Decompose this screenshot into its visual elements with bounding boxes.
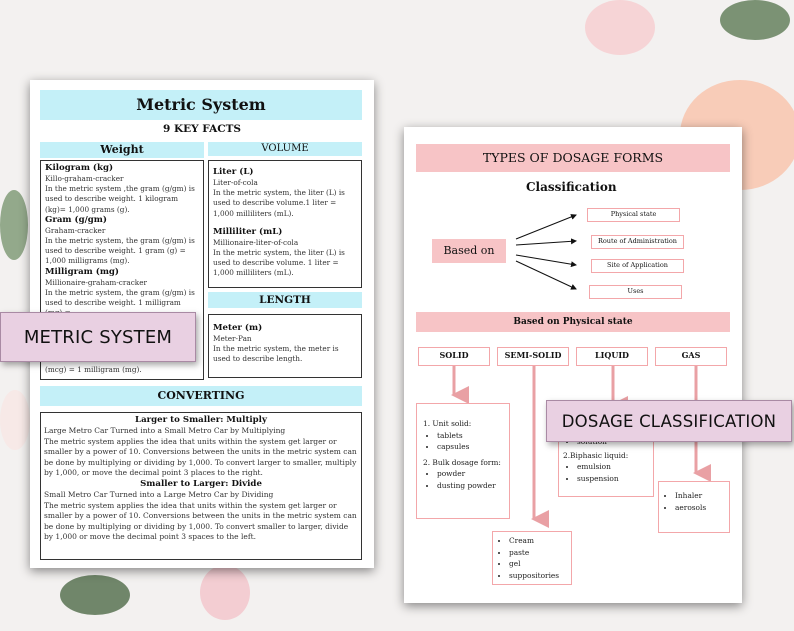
mcg-text: (mcg) = 1 milligram (mg). [45,365,142,374]
weight-box: Kilogram (kg) Killo-graham-cracker In th… [40,160,204,380]
g-text: In the metric system, the gram (g/gm) is… [45,236,195,266]
kg-text: In the metric system ,the gram (g/gm) is… [45,184,195,214]
flower-decoration [585,0,655,55]
mg-mnemonic: Millionaire-graham-cracker [45,277,148,287]
category-semi-solid: SEMI-SOLID [497,347,569,366]
page-subtitle: 9 KEY FACTS [163,123,241,135]
dosage-classification-label: DOSAGE CLASSIFICATION [546,400,792,442]
multiply-line: Large Metro Car Turned into a Small Metr… [44,426,286,435]
weight-header: Weight [40,142,204,158]
list-item: suspension [577,473,649,485]
flower-decoration [200,565,250,620]
list-item: tablets [437,430,505,442]
biphasic-liquid-label: 2.Biphasic liquid: [563,450,629,460]
criteria-uses: Uses [589,285,682,299]
semi-solid-box: Cream paste gel suppositories [492,531,572,585]
dosage-forms-page: TYPES OF DOSAGE FORMS Classification Bas… [404,127,742,603]
metric-system-page: Metric System 9 KEY FACTS Weight Kilogra… [30,80,374,568]
dosage-title: TYPES OF DOSAGE FORMS [416,144,730,172]
leaf-decoration [60,575,130,615]
divide-text: The metric system applies the idea that … [44,500,357,542]
classification-heading: Classification [526,180,617,194]
flower-decoration [0,390,30,450]
criteria-physical-state: Physical state [587,208,680,222]
list-item: gel [509,558,569,570]
liter-mnemonic: Liter-of-cola [213,178,258,187]
meter-mnemonic: Meter-Pan [213,334,252,343]
based-on-box: Based on [432,239,506,263]
list-item: paste [509,547,569,559]
g-title: Gram (g/gm) [45,214,107,225]
g-mnemonic: Graham-cracker [45,225,106,235]
list-item: aerosols [675,502,727,514]
unit-solid-label: 1. Unit solid: [423,419,472,428]
milliliter-title: Milliliter (mL) [213,226,283,237]
length-header: LENGTH [208,292,362,308]
list-item: capsules [437,441,505,453]
divide-line: Small Metro Car Turned into a Large Metr… [44,489,274,499]
kg-mnemonic: Killo-graham-cracker [45,174,124,183]
meter-title: Meter (m) [213,323,263,333]
converting-box: Larger to Smaller: Multiply Large Metro … [40,412,362,560]
list-item: powder [437,468,505,480]
physical-state-header: Based on Physical state [416,312,730,332]
volume-box: Liter (L) Liter-of-cola In the metric sy… [208,160,362,288]
multiply-text: The metric system applies the idea that … [44,436,357,478]
liter-title: Liter (L) [213,167,254,177]
solid-box: 1. Unit solid: tablets capsules 2. Bulk … [416,403,510,519]
volume-header: VOLUME [208,142,362,156]
milliliter-text: In the metric system, the liter (L) is u… [213,248,345,278]
converting-header: CONVERTING [40,386,362,406]
category-solid: SOLID [418,347,490,366]
list-item: emulsion [577,461,649,473]
list-item: Cream [509,535,569,547]
leaf-decoration [720,0,790,40]
length-box: Meter (m) Meter-Pan In the metric system… [208,314,362,378]
list-item: dusting powder [437,480,505,492]
criteria-site-of-application: Site of Application [591,259,684,273]
category-gas: GAS [655,347,727,366]
metric-system-label: METRIC SYSTEM [0,312,196,362]
gas-box: Inhaler aerosols [658,481,730,533]
list-item: suppositories [509,570,569,582]
multiply-title: Larger to Smaller: Multiply [135,415,267,425]
criteria-route-of-administration: Route of Administration [591,235,684,249]
category-liquid: LIQUID [576,347,648,366]
bulk-dosage-label: 2. Bulk dosage form: [423,457,501,467]
leaf-decoration [0,190,28,260]
meter-text: In the metric system, the meter is used … [213,344,339,364]
liter-text: In the metric system, the liter (L) is u… [213,188,345,218]
page-title: Metric System [40,90,362,120]
mg-title: Milligram (mg) [45,266,119,277]
milliliter-mnemonic: Millionaire-liter-of-cola [213,237,299,247]
kg-title: Kilogram (kg) [45,163,114,173]
list-item: Inhaler [675,490,727,502]
classification-arrows [515,214,577,290]
divide-title: Smaller to Larger: Divide [140,478,262,489]
